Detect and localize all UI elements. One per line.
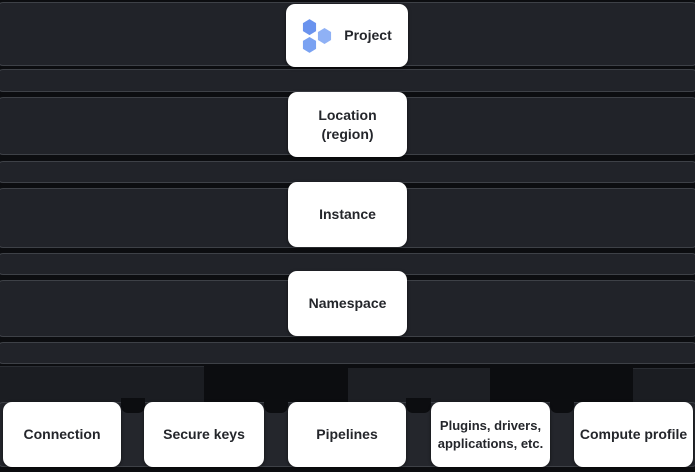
location-label-line2: (region): [321, 125, 374, 142]
gap-notch: [264, 398, 288, 413]
namespace-label: Namespace: [308, 295, 387, 311]
project-node: Project: [286, 4, 408, 67]
pipelines-node: Pipelines: [288, 402, 406, 467]
project-hexagons-icon: [303, 18, 332, 53]
gap-notch: [406, 398, 431, 413]
spacer-strip: [0, 161, 695, 183]
compute-profile-node: Compute profile: [574, 402, 693, 467]
spacer-strip: [0, 342, 695, 364]
shadow-panel: [348, 368, 490, 402]
instance-node: Instance: [288, 182, 407, 247]
plugins-node: Plugins, drivers, applications, etc.: [431, 402, 550, 467]
connection-node: Connection: [3, 402, 121, 467]
shadow-panel: [633, 368, 695, 403]
pipelines-label: Pipelines: [316, 426, 378, 442]
namespace-node: Namespace: [288, 271, 407, 336]
project-label: Project: [344, 27, 392, 43]
location-node: Location (region): [288, 92, 407, 157]
plugins-label: Plugins, drivers, applications, etc.: [437, 417, 544, 451]
shadow-panel: [0, 366, 204, 403]
location-label-line1: Location: [318, 106, 377, 123]
spacer-strip: [0, 69, 695, 92]
gap-notch: [121, 398, 145, 413]
gap-notch: [550, 398, 574, 413]
secure-keys-label: Secure keys: [163, 426, 245, 442]
instance-label: Instance: [319, 206, 376, 222]
connection-label: Connection: [23, 426, 101, 442]
secure-keys-node: Secure keys: [144, 402, 264, 467]
compute-profile-label: Compute profile: [579, 426, 688, 442]
